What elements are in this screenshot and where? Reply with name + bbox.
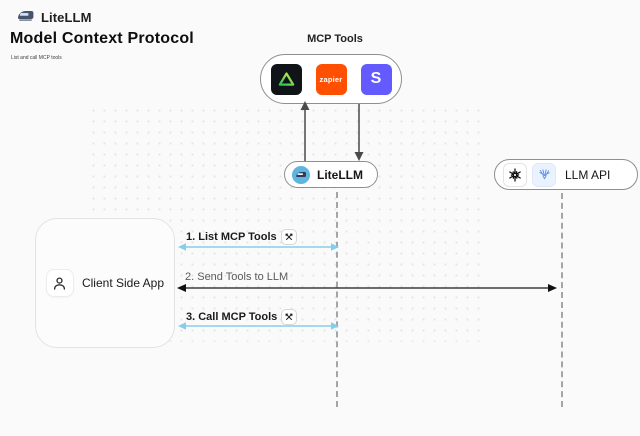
page-title: Model Context Protocol xyxy=(10,30,194,47)
llm-api-node[interactable]: LLM API xyxy=(494,159,638,190)
litellm-node[interactable]: LiteLLM xyxy=(284,161,378,188)
page-subtitle: List and call MCP tools xyxy=(11,55,62,61)
litellm-lifeline xyxy=(336,192,338,407)
llm-provider-icon xyxy=(532,162,556,187)
brand: LiteLLM xyxy=(16,8,92,27)
client-side-app-node[interactable]: Client Side App xyxy=(35,218,175,348)
mcp-tools-label: MCP Tools xyxy=(307,33,363,45)
zapier-icon[interactable]: zapier xyxy=(315,63,347,95)
zapier-wordmark: zapier xyxy=(319,74,343,84)
stripe-icon[interactable]: S xyxy=(360,63,392,95)
crossed-tools-icon xyxy=(280,229,297,245)
message-1-label: 1. List MCP Tools xyxy=(186,229,297,245)
llm-api-lifeline xyxy=(561,193,563,407)
litellm-train-icon xyxy=(16,8,35,27)
triangle-logo-icon[interactable] xyxy=(270,63,302,95)
llm-api-node-label: LLM API xyxy=(565,167,611,182)
brand-name: LiteLLM xyxy=(41,10,92,25)
arrow-send-tools-to-llm xyxy=(177,281,557,299)
arrow-litellm-to-mcptools xyxy=(299,101,311,166)
message-1-text: 1. List MCP Tools xyxy=(186,231,277,243)
crossed-tools-icon xyxy=(281,309,298,325)
stripe-letter: S xyxy=(370,70,382,87)
message-2-label: 2. Send Tools to LLM xyxy=(185,271,288,283)
person-icon xyxy=(45,269,74,297)
openai-icon xyxy=(503,162,527,187)
litellm-node-label: LiteLLM xyxy=(317,167,363,182)
mcp-tools-node[interactable]: zapier S xyxy=(260,54,402,104)
message-2-text: 2. Send Tools to LLM xyxy=(185,271,289,283)
arrow-call-mcp-tools xyxy=(178,319,339,337)
client-node-label: Client Side App xyxy=(81,276,165,290)
arrow-list-mcp-tools xyxy=(178,240,339,258)
message-3-text: 3. Call MCP Tools xyxy=(186,311,278,323)
litellm-train-icon xyxy=(292,165,310,184)
arrow-mcptools-to-litellm xyxy=(353,104,365,166)
message-3-label: 3. Call MCP Tools xyxy=(186,309,298,325)
